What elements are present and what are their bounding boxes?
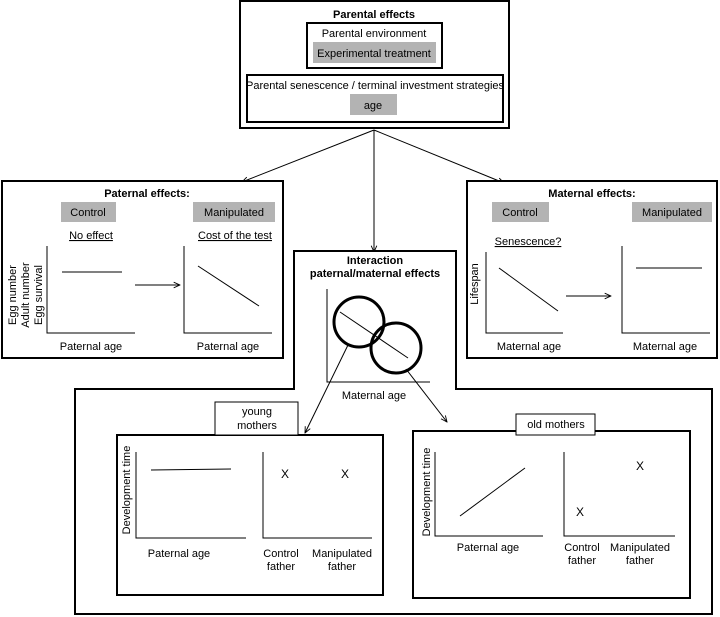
parental-environment-label: Parental environment (322, 28, 427, 40)
paternal-control-bg (61, 202, 116, 222)
paternal-xlabel-left: Paternal age (60, 341, 122, 353)
paternal-effects-title: Paternal effects: (104, 188, 190, 200)
old-xlabel: Paternal age (457, 542, 519, 554)
old-control-label-1: Control (564, 542, 599, 554)
old-control-marker: X (576, 505, 584, 519)
paternal-manipulated-label: Manipulated (204, 207, 264, 219)
young-dev-line (150, 468, 232, 471)
young-label-2: mothers (237, 420, 277, 432)
arrow-to-young-mothers (305, 344, 349, 433)
old-axes-right (563, 452, 675, 537)
age-label-bg (350, 94, 397, 115)
lifespan-ylabel: Lifespan (469, 263, 481, 305)
young-manipulated-marker: X (341, 467, 349, 481)
young-control-label-2: father (267, 561, 295, 573)
young-manip-label-2: father (328, 561, 356, 573)
maternal-control-axes (485, 252, 563, 334)
young-mothers-panel: young mothers Development time Paternal … (116, 401, 384, 596)
cost-of-test-label: Cost of the test (198, 230, 272, 242)
arrow-to-maternal (373, 129, 504, 183)
old-manip-label-1: Manipulated (610, 542, 670, 554)
old-ylabel: Development time (421, 448, 433, 537)
senescence-question-label: Senescence? (495, 236, 562, 248)
maternal-xlabel-right: Maternal age (633, 341, 697, 353)
old-mothers-panel: old mothers Development time Paternal ag… (412, 413, 691, 599)
old-dev-line (459, 467, 526, 517)
old-axes-left (434, 452, 543, 537)
paternal-ylabel-egg-number: Egg number (7, 265, 19, 325)
maternal-control-label: Control (502, 207, 537, 219)
no-effect-label: No effect (69, 230, 113, 242)
maternal-control-bg (492, 202, 549, 222)
young-axes-right (262, 452, 372, 539)
paternal-xlabel-right: Paternal age (197, 341, 259, 353)
maternal-xlabel-left: Maternal age (497, 341, 561, 353)
old-mothers-circle (369, 321, 423, 375)
paternal-effects-box: Paternal effects: Control Manipulated No… (1, 180, 284, 359)
interaction-title-1: Interaction (347, 255, 404, 267)
maternal-manipulated-axes (621, 246, 710, 334)
old-manipulated-marker: X (636, 459, 644, 473)
arrow-to-paternal (242, 129, 375, 182)
paternal-manipulated-line (197, 265, 260, 307)
interaction-axes (326, 289, 430, 383)
interaction-title-2: paternal/maternal effects (310, 268, 440, 280)
interaction-xlabel: Maternal age (342, 390, 406, 402)
young-mothers-circle (332, 295, 386, 349)
paternal-manipulated-bg (193, 202, 275, 222)
maternal-effects-title: Maternal effects: (548, 188, 635, 200)
maternal-manipulated-bg (632, 202, 712, 222)
experimental-treatment-label: Experimental treatment (317, 48, 431, 60)
parental-effects-box: Parental effects Parental environment Ex… (239, 0, 510, 129)
top-arrows (242, 129, 504, 252)
paternal-control-label: Control (70, 207, 105, 219)
arrow-to-old-mothers (405, 368, 447, 422)
paternal-ylabel-adult-number: Adult number (20, 262, 32, 328)
young-control-label-1: Control (263, 548, 298, 560)
old-control-label-2: father (568, 555, 596, 567)
young-manip-label-1: Manipulated (312, 548, 372, 560)
paternal-control-axes (46, 246, 135, 334)
maternal-manipulated-label: Manipulated (642, 207, 702, 219)
young-ylabel: Development time (121, 446, 133, 535)
young-xlabel: Paternal age (148, 548, 210, 560)
young-label-1: young (242, 406, 272, 418)
interaction-line (339, 311, 409, 359)
young-control-marker: X (281, 467, 289, 481)
paternal-manipulated-axes (183, 246, 272, 334)
paternal-ylabel-egg-survival: Egg survival (33, 265, 45, 325)
old-label: old mothers (527, 419, 585, 431)
parental-effects-title: Parental effects (333, 9, 415, 21)
senescence-strategies-label: Parental senescence / terminal investmen… (246, 80, 505, 92)
maternal-effects-box: Maternal effects: Control Manipulated Se… (466, 180, 718, 359)
young-axes-left (135, 452, 246, 539)
age-label: age (364, 100, 382, 112)
treatment-label-bg (313, 42, 436, 63)
maternal-control-line (498, 267, 559, 312)
old-manip-label-2: father (626, 555, 654, 567)
